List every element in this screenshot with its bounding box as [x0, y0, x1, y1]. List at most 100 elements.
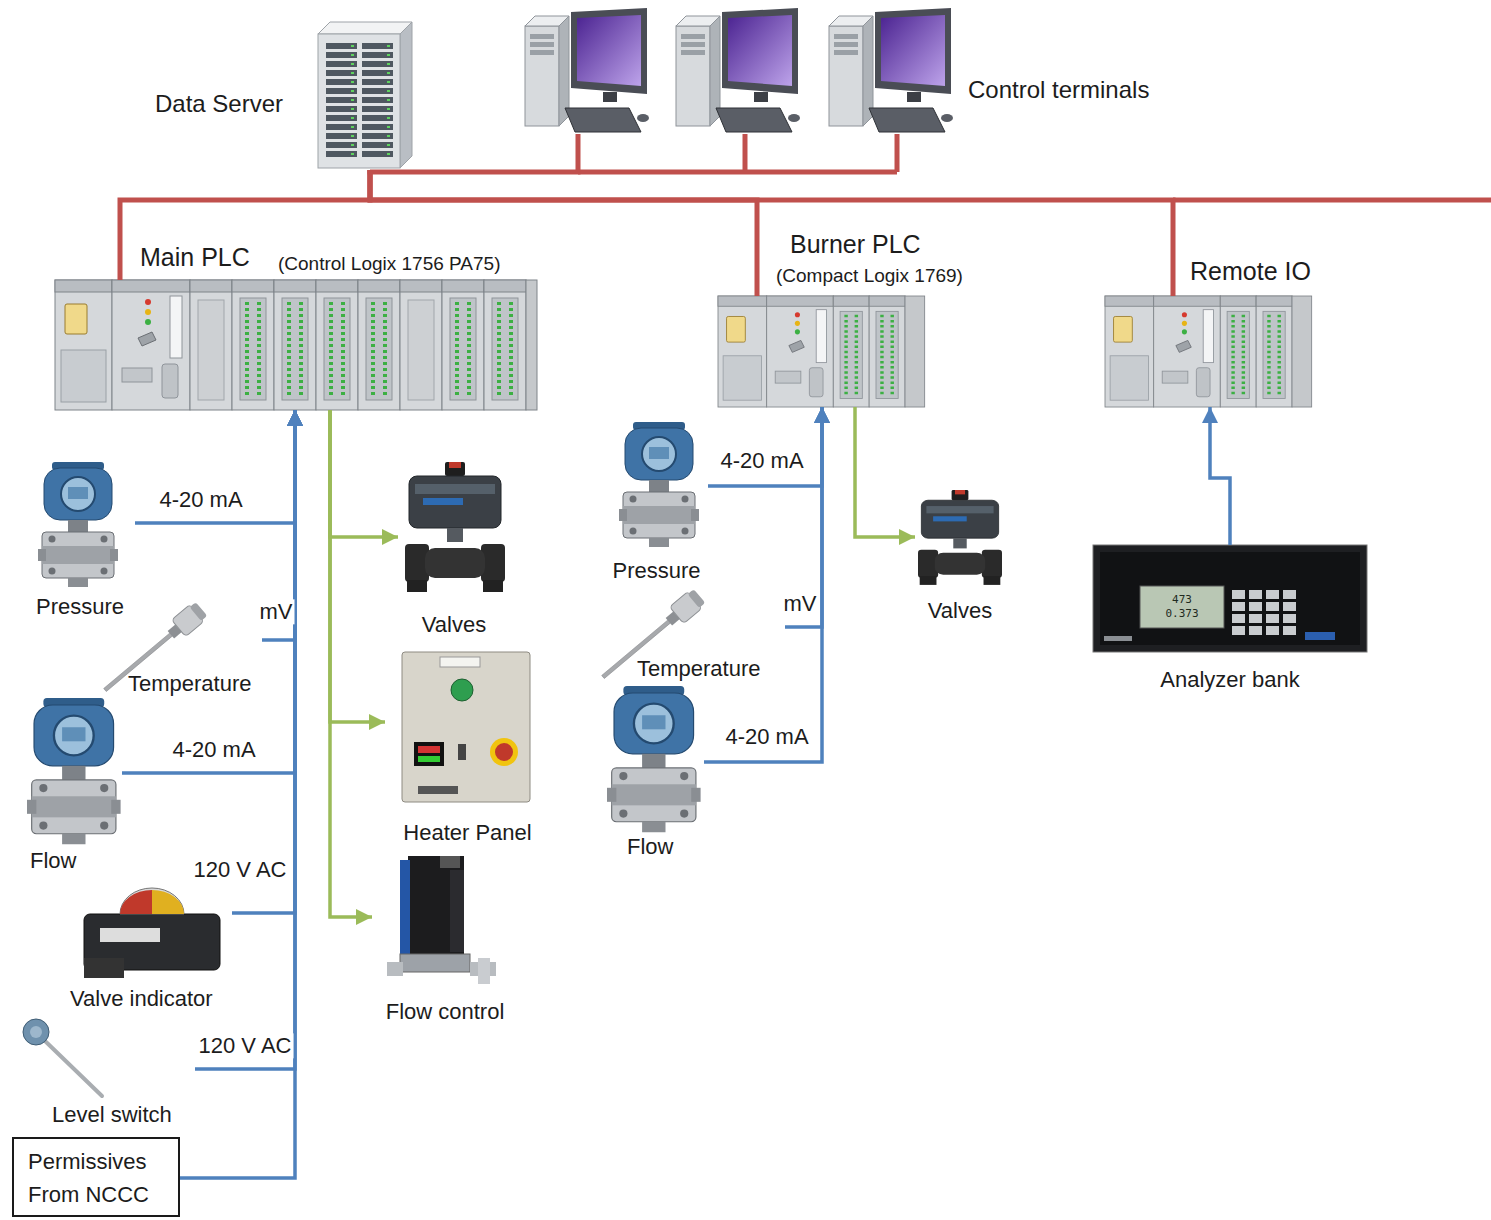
burner-plc-rack: Burner PLC(Compact Logix 1769): [718, 296, 925, 407]
network-cable: [578, 134, 1491, 200]
pressure-transmitter: Pressure: [25, 458, 135, 622]
valve-position-indicator-icon: [120, 890, 152, 914]
mass-flow-controller-icon: [478, 958, 490, 984]
valve-position-indicator-icon: [152, 890, 184, 914]
network-cable: [895, 134, 900, 172]
output-signal-wire: [330, 410, 398, 537]
level-switch: Level switch: [15, 1016, 195, 1132]
valve-position-indicator-icon: [100, 928, 160, 942]
plc-rack-icon: [718, 296, 767, 407]
remote-io-rack: Remote IO: [1105, 296, 1312, 407]
output-signal-wire: [330, 410, 372, 917]
plc-rack-icon: [274, 280, 316, 410]
signal-type-label: 4-20 mA: [157, 487, 244, 512]
signal-type-label: 4-20 mA: [170, 737, 257, 762]
plc-rack-icon: [718, 296, 925, 407]
flow-transmitter: Flow: [22, 700, 122, 876]
computer-icon: [829, 8, 953, 132]
pressure-transmitter-icon: [619, 422, 699, 547]
valve-position-indicator-icon: [120, 888, 184, 914]
heater-panel-icon: [495, 743, 513, 761]
plc-rack-icon: [190, 280, 232, 410]
output-signal-wire: [330, 410, 385, 722]
plc-rack-icon: [484, 280, 526, 410]
device-label: Pressure: [612, 558, 700, 584]
valve: Valves: [915, 488, 1005, 628]
mass-flow-controller-icon: [387, 962, 403, 976]
heater-panel-icon: [402, 652, 530, 802]
network-cable: [743, 134, 748, 172]
plc-rack-icon: [1105, 296, 1154, 407]
data-server-icon: [400, 22, 412, 168]
plc-rack-icon: [316, 280, 358, 410]
device-label: Level switch: [52, 1102, 172, 1128]
device-label: Temperature: [637, 656, 761, 682]
plc-rack-icon: [1105, 296, 1312, 407]
analyzer-icon: [1140, 586, 1224, 628]
mass-flow-controller-icon: [400, 860, 410, 954]
mass-flow-controller-icon: [387, 856, 496, 984]
device-label: Flow: [30, 848, 76, 874]
level-switch-icon: [23, 1019, 102, 1096]
input-signal-wire: [180, 410, 295, 1178]
valve-icon: [405, 462, 1002, 592]
temperature-sensor: Temperature: [100, 624, 262, 700]
display-reading: 0.373: [1165, 608, 1198, 620]
network-cable: [370, 134, 578, 172]
flow-transmitter: Flow: [604, 686, 704, 862]
heater-panel-icon: [451, 679, 473, 701]
device-label: Heater Panel: [403, 820, 531, 846]
signal-type-label: mV: [782, 591, 819, 616]
device-label: Pressure: [36, 594, 124, 620]
device-label: Valve indicator: [70, 986, 213, 1012]
input-signal-wire: [232, 410, 295, 913]
network-cable: [1173, 198, 1491, 203]
plc-title: Remote IO: [1190, 256, 1311, 286]
level-switch-icon: [23, 1019, 49, 1045]
level-switch-icon: [44, 1040, 102, 1096]
analyzer-icon: [1232, 590, 1300, 638]
data-server-icon: [318, 22, 412, 168]
plc-rack-icon: [1154, 296, 1221, 407]
device-label: Valves: [928, 598, 992, 624]
valve-icon: [918, 490, 1002, 585]
plc-rack-icon: [55, 280, 537, 410]
mass-flow-controller-icon: [400, 954, 470, 972]
pressure-transmitter-icon: [27, 698, 121, 844]
plc-rack-icon: [833, 296, 869, 407]
plc-title: Main PLC: [140, 242, 250, 272]
data-server-icon: [318, 34, 400, 168]
heater-panel-icon: [414, 742, 444, 766]
heater-panel-icon: [418, 746, 440, 753]
data-server-icon: [318, 22, 412, 34]
heater-panel-icon: [490, 738, 518, 766]
main-plc-rack: Main PLC(Control Logix 1756 PA75): [55, 280, 537, 410]
heater-panel-icon: [440, 657, 480, 667]
plc-rack-icon: [442, 280, 484, 410]
network-cable: [578, 170, 897, 175]
valve-position-indicator-icon: [84, 958, 124, 978]
plc-title: Burner PLC: [790, 229, 921, 259]
plc-rack-icon: [767, 296, 834, 407]
pressure-transmitter-icon: [38, 462, 118, 587]
analyzer-icon: [1104, 636, 1132, 641]
control-terminals: Control terminals: [520, 5, 1200, 134]
input-signal-wire: [708, 407, 822, 486]
plc-rack-icon: [1292, 296, 1312, 407]
device-label: Analyzer bank: [1160, 667, 1299, 693]
heater-panel-icon: [458, 744, 466, 760]
network-cable: [370, 170, 1173, 296]
plc-rack-icon: [1256, 296, 1292, 407]
permissives-text: Permissives From NCCC: [28, 1145, 176, 1211]
data-server-icon: [326, 42, 394, 160]
mass-flow-controller-icon: [440, 856, 460, 868]
network-cable: [370, 170, 757, 296]
output-signal-wire: [855, 407, 915, 537]
valve-icon: [405, 462, 505, 592]
signal-type-label: 4-20 mA: [718, 448, 805, 473]
analyzer-icon: [1100, 552, 1360, 645]
computer-icon: [676, 8, 800, 132]
pressure-transmitter-icon: [607, 686, 701, 832]
computer-icon: [525, 8, 649, 132]
analyzer-icon: [1305, 632, 1335, 640]
